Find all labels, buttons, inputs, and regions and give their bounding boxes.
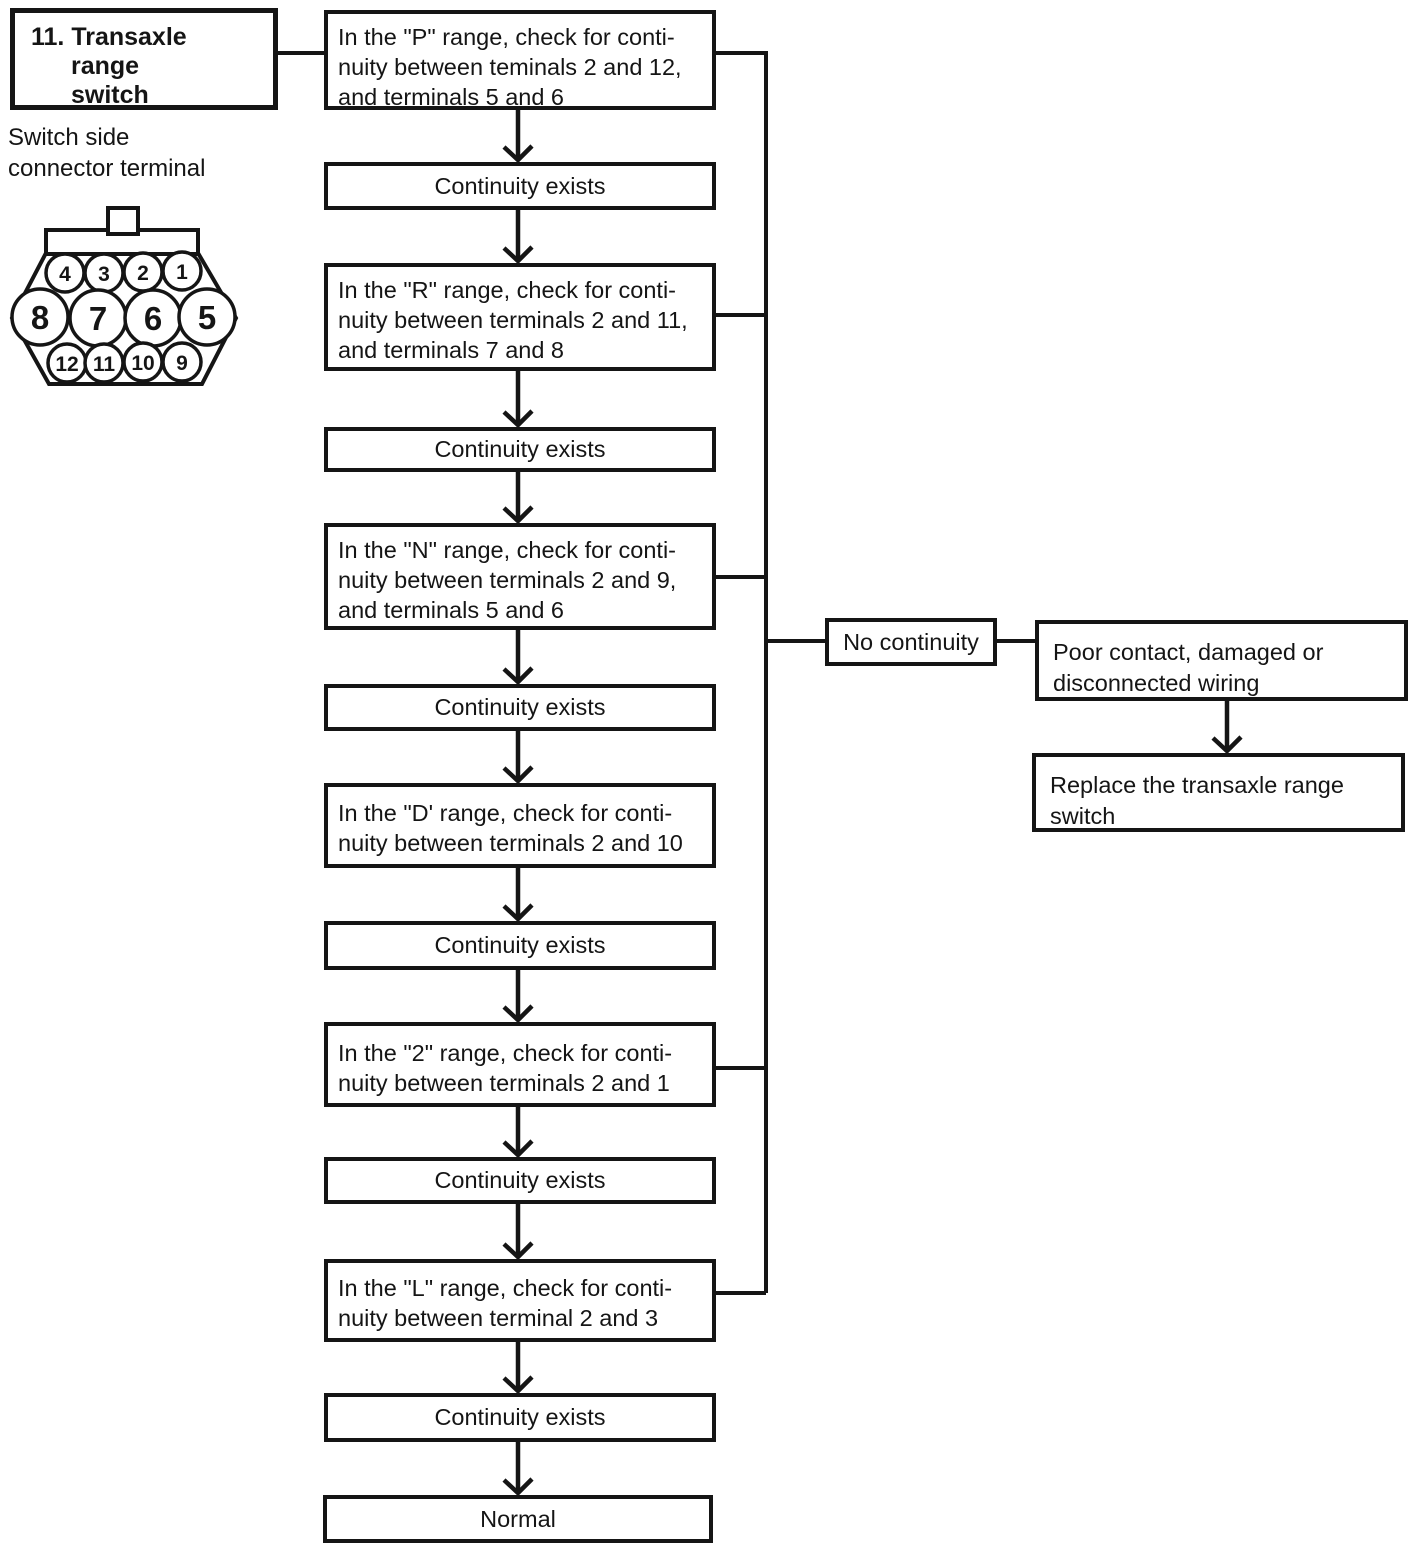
text-line: Replace the transaxle range [1050, 772, 1344, 798]
terminal-number: 5 [198, 299, 216, 336]
section-title-line: 11. Transaxle [31, 23, 187, 51]
section-title-line: switch [71, 81, 149, 109]
flow-result-continuity-exists: Continuity exists [324, 162, 716, 210]
connector-tab [106, 206, 140, 236]
flow-step-check-l: In the "L" range, check for conti- nuity… [324, 1259, 716, 1342]
flow-diagnosis-poor-contact: Poor contact, damaged or disconnected wi… [1035, 620, 1408, 701]
terminal-number: 12 [55, 353, 78, 376]
text-line: nuity between teminals 2 and 12, [338, 54, 682, 80]
text-line: Continuity exists [434, 694, 606, 720]
text-line: Continuity exists [434, 932, 606, 958]
connector-terminal-diagram: 4 3 2 1 8 7 6 5 12 11 10 9 [9, 206, 239, 386]
flow-step-check-n: In the "N" range, check for conti- nuity… [324, 523, 716, 630]
text-line: and terminals 5 and 6 [338, 84, 565, 110]
flow-step-check-2: In the "2" range, check for conti- nuity… [324, 1022, 716, 1107]
flow-action-replace-switch: Replace the transaxle range switch [1032, 753, 1405, 832]
terminal-circle [10, 250, 237, 384]
text-line: In the "N" range, check for conti- [338, 537, 677, 563]
flow-result-continuity-exists: Continuity exists [324, 427, 716, 472]
text-line: nuity between terminals 2 and 9, [338, 567, 677, 593]
text-line: Continuity exists [434, 172, 606, 199]
text-line: Continuity exists [434, 1167, 606, 1193]
terminal-number: 10 [131, 352, 154, 375]
text-line: nuity between terminals 2 and 11, [338, 307, 688, 333]
flow-result-continuity-exists: Continuity exists [324, 1157, 716, 1204]
flow-step-check-p: In the "P" range, check for conti- nuity… [324, 10, 716, 110]
text-line: switch [1050, 803, 1116, 829]
terminal-number: 3 [98, 263, 110, 286]
text-line: and terminals 5 and 6 [338, 597, 565, 623]
text-line: nuity between terminal 2 and 3 [338, 1305, 659, 1331]
text-line: In the "R" range, check for conti- [338, 277, 677, 303]
text-line: and terminals 7 and 8 [338, 337, 565, 363]
section-title-box: 11. Transaxle range switch [10, 8, 278, 110]
text-line: Continuity exists [434, 1404, 606, 1430]
text-line: nuity between terminals 2 and 1 [338, 1070, 670, 1096]
flow-result-continuity-exists: Continuity exists [324, 684, 716, 731]
trunk-line [710, 51, 768, 1293]
terminal-number: 6 [144, 300, 162, 337]
flow-arrow [502, 108, 1243, 1497]
flow-step-check-r: In the "R" range, check for conti- nuity… [324, 263, 716, 371]
flow-result-continuity-exists: Continuity exists [324, 921, 716, 970]
text-line: Poor contact, damaged or [1053, 639, 1324, 665]
text-line: disconnected wiring [1053, 670, 1260, 696]
terminal-number: 2 [137, 262, 149, 285]
terminal-number: 9 [176, 352, 188, 375]
text-line: In the "2" range, check for conti- [338, 1040, 673, 1066]
flow-result-normal: Normal [323, 1495, 713, 1543]
text-line: No continuity [843, 628, 979, 655]
terminal-number: 1 [176, 261, 188, 284]
text-line: Switch side [8, 124, 130, 151]
text-line: nuity between terminals 2 and 10 [338, 830, 683, 856]
terminal-number: 11 [93, 353, 116, 376]
terminal-number: 7 [89, 300, 107, 337]
text-line: Normal [480, 1505, 556, 1532]
text-line: Continuity exists [434, 436, 606, 462]
text-line: In the "D' range, check for conti- [338, 800, 673, 826]
text-line: In the "L" range, check for conti- [338, 1275, 673, 1301]
terminal-number: 8 [31, 299, 49, 336]
flow-step-check-d: In the "D' range, check for conti- nuity… [324, 783, 716, 868]
text-line: In the "P" range, check for conti- [338, 24, 675, 50]
flow-result-no-continuity: No continuity [825, 618, 997, 666]
connector-caption: Switch side connector terminal [8, 122, 205, 184]
flow-result-continuity-exists: Continuity exists [324, 1393, 716, 1442]
terminal-number: 4 [59, 263, 71, 286]
text-line: connector terminal [8, 155, 206, 182]
section-title-line: range [71, 52, 140, 80]
